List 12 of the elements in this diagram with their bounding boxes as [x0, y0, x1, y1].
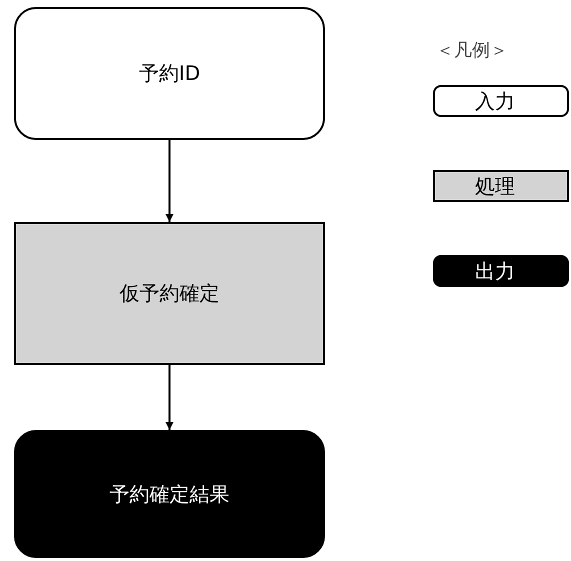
- node-label: 仮予約確定: [120, 280, 220, 307]
- node-label: 予約ID: [138, 60, 200, 87]
- arrow: [166, 140, 174, 222]
- node-label: 予約確定結果: [110, 480, 230, 508]
- input-box: [14, 7, 325, 140]
- legend-title: ＜凡例＞: [436, 39, 508, 62]
- output-box: [14, 430, 325, 558]
- arrow: [166, 365, 174, 430]
- legend-label: 入力: [475, 88, 515, 114]
- process-box: [14, 222, 325, 365]
- legend-label: 出力: [475, 258, 515, 284]
- legend-label: 処理: [475, 172, 515, 200]
